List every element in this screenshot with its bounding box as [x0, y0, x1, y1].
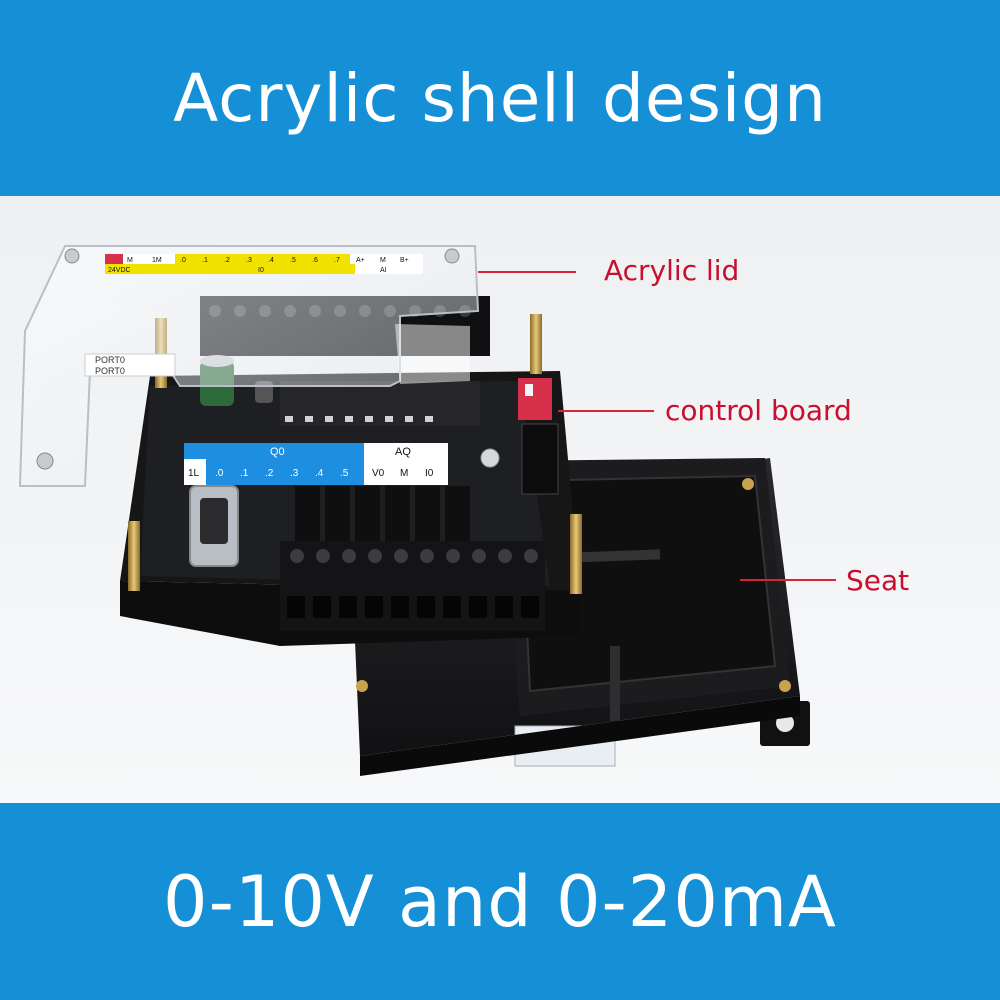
- callout-line-lid: [478, 271, 576, 273]
- callout-line-board: [558, 410, 654, 412]
- analog-out-label: AQ: [395, 446, 411, 458]
- output-row-3: .3: [290, 468, 299, 479]
- plc-controller-illustration: Q0 AQ 1L .0 .1 .2 .3 .4 .5 V0 M I0: [18, 245, 810, 776]
- strip-24vdc: 24VDC: [108, 267, 131, 274]
- strip-0: .0: [180, 257, 186, 264]
- output-label-plate: Q0 AQ 1L .0 .1 .2 .3 .4 .5 V0 M I0: [184, 443, 500, 485]
- analog-row-i0: I0: [425, 468, 434, 479]
- strip-m2: M: [380, 257, 386, 264]
- acrylic-lid: M 1M .0 .1 .2 .3 .4 .5 .6 .7 A+ M B+ 24V…: [18, 245, 480, 487]
- product-photo: Q0 AQ 1L .0 .1 .2 .3 .4 .5 V0 M I0: [0, 196, 1000, 803]
- banner-title: Acrylic shell design: [173, 59, 827, 137]
- port-label-1: PORT0: [95, 355, 125, 365]
- strip-5: .5: [290, 257, 296, 264]
- strip-analog-in: AI: [380, 267, 387, 274]
- callout-control-board: control board: [665, 394, 852, 427]
- strip-4: .4: [268, 257, 274, 264]
- output-row-2: .2: [265, 468, 274, 479]
- strip-m: M: [127, 257, 133, 264]
- strip-b-plus: B+: [400, 257, 409, 264]
- strip-7: .7: [334, 257, 340, 264]
- banner-subtitle: 0-10V and 0-20mA: [163, 860, 837, 943]
- output-row-5: .5: [340, 468, 349, 479]
- strip-1m: 1M: [152, 257, 162, 264]
- output-row-1: .1: [240, 468, 249, 479]
- analog-row-m: M: [400, 468, 408, 479]
- strip-input-group: I0: [258, 267, 264, 274]
- strip-3: .3: [246, 257, 252, 264]
- strip-2: .2: [224, 257, 230, 264]
- strip-a-plus: A+: [356, 257, 365, 264]
- strip-6: .6: [312, 257, 318, 264]
- strip-1: .1: [202, 257, 208, 264]
- callout-acrylic-lid: Acrylic lid: [604, 254, 740, 287]
- output-row-4: .4: [315, 468, 324, 479]
- callout-seat: Seat: [846, 564, 910, 597]
- analog-row-v0: V0: [372, 468, 385, 479]
- callout-line-seat: [740, 579, 836, 581]
- output-row-0: .0: [215, 468, 224, 479]
- output-row-1l: 1L: [188, 468, 200, 479]
- output-group-label: Q0: [270, 446, 285, 458]
- top-banner: Acrylic shell design: [0, 0, 1000, 196]
- port-label-2: PORT0: [95, 366, 125, 376]
- bottom-banner: 0-10V and 0-20mA: [0, 803, 1000, 1000]
